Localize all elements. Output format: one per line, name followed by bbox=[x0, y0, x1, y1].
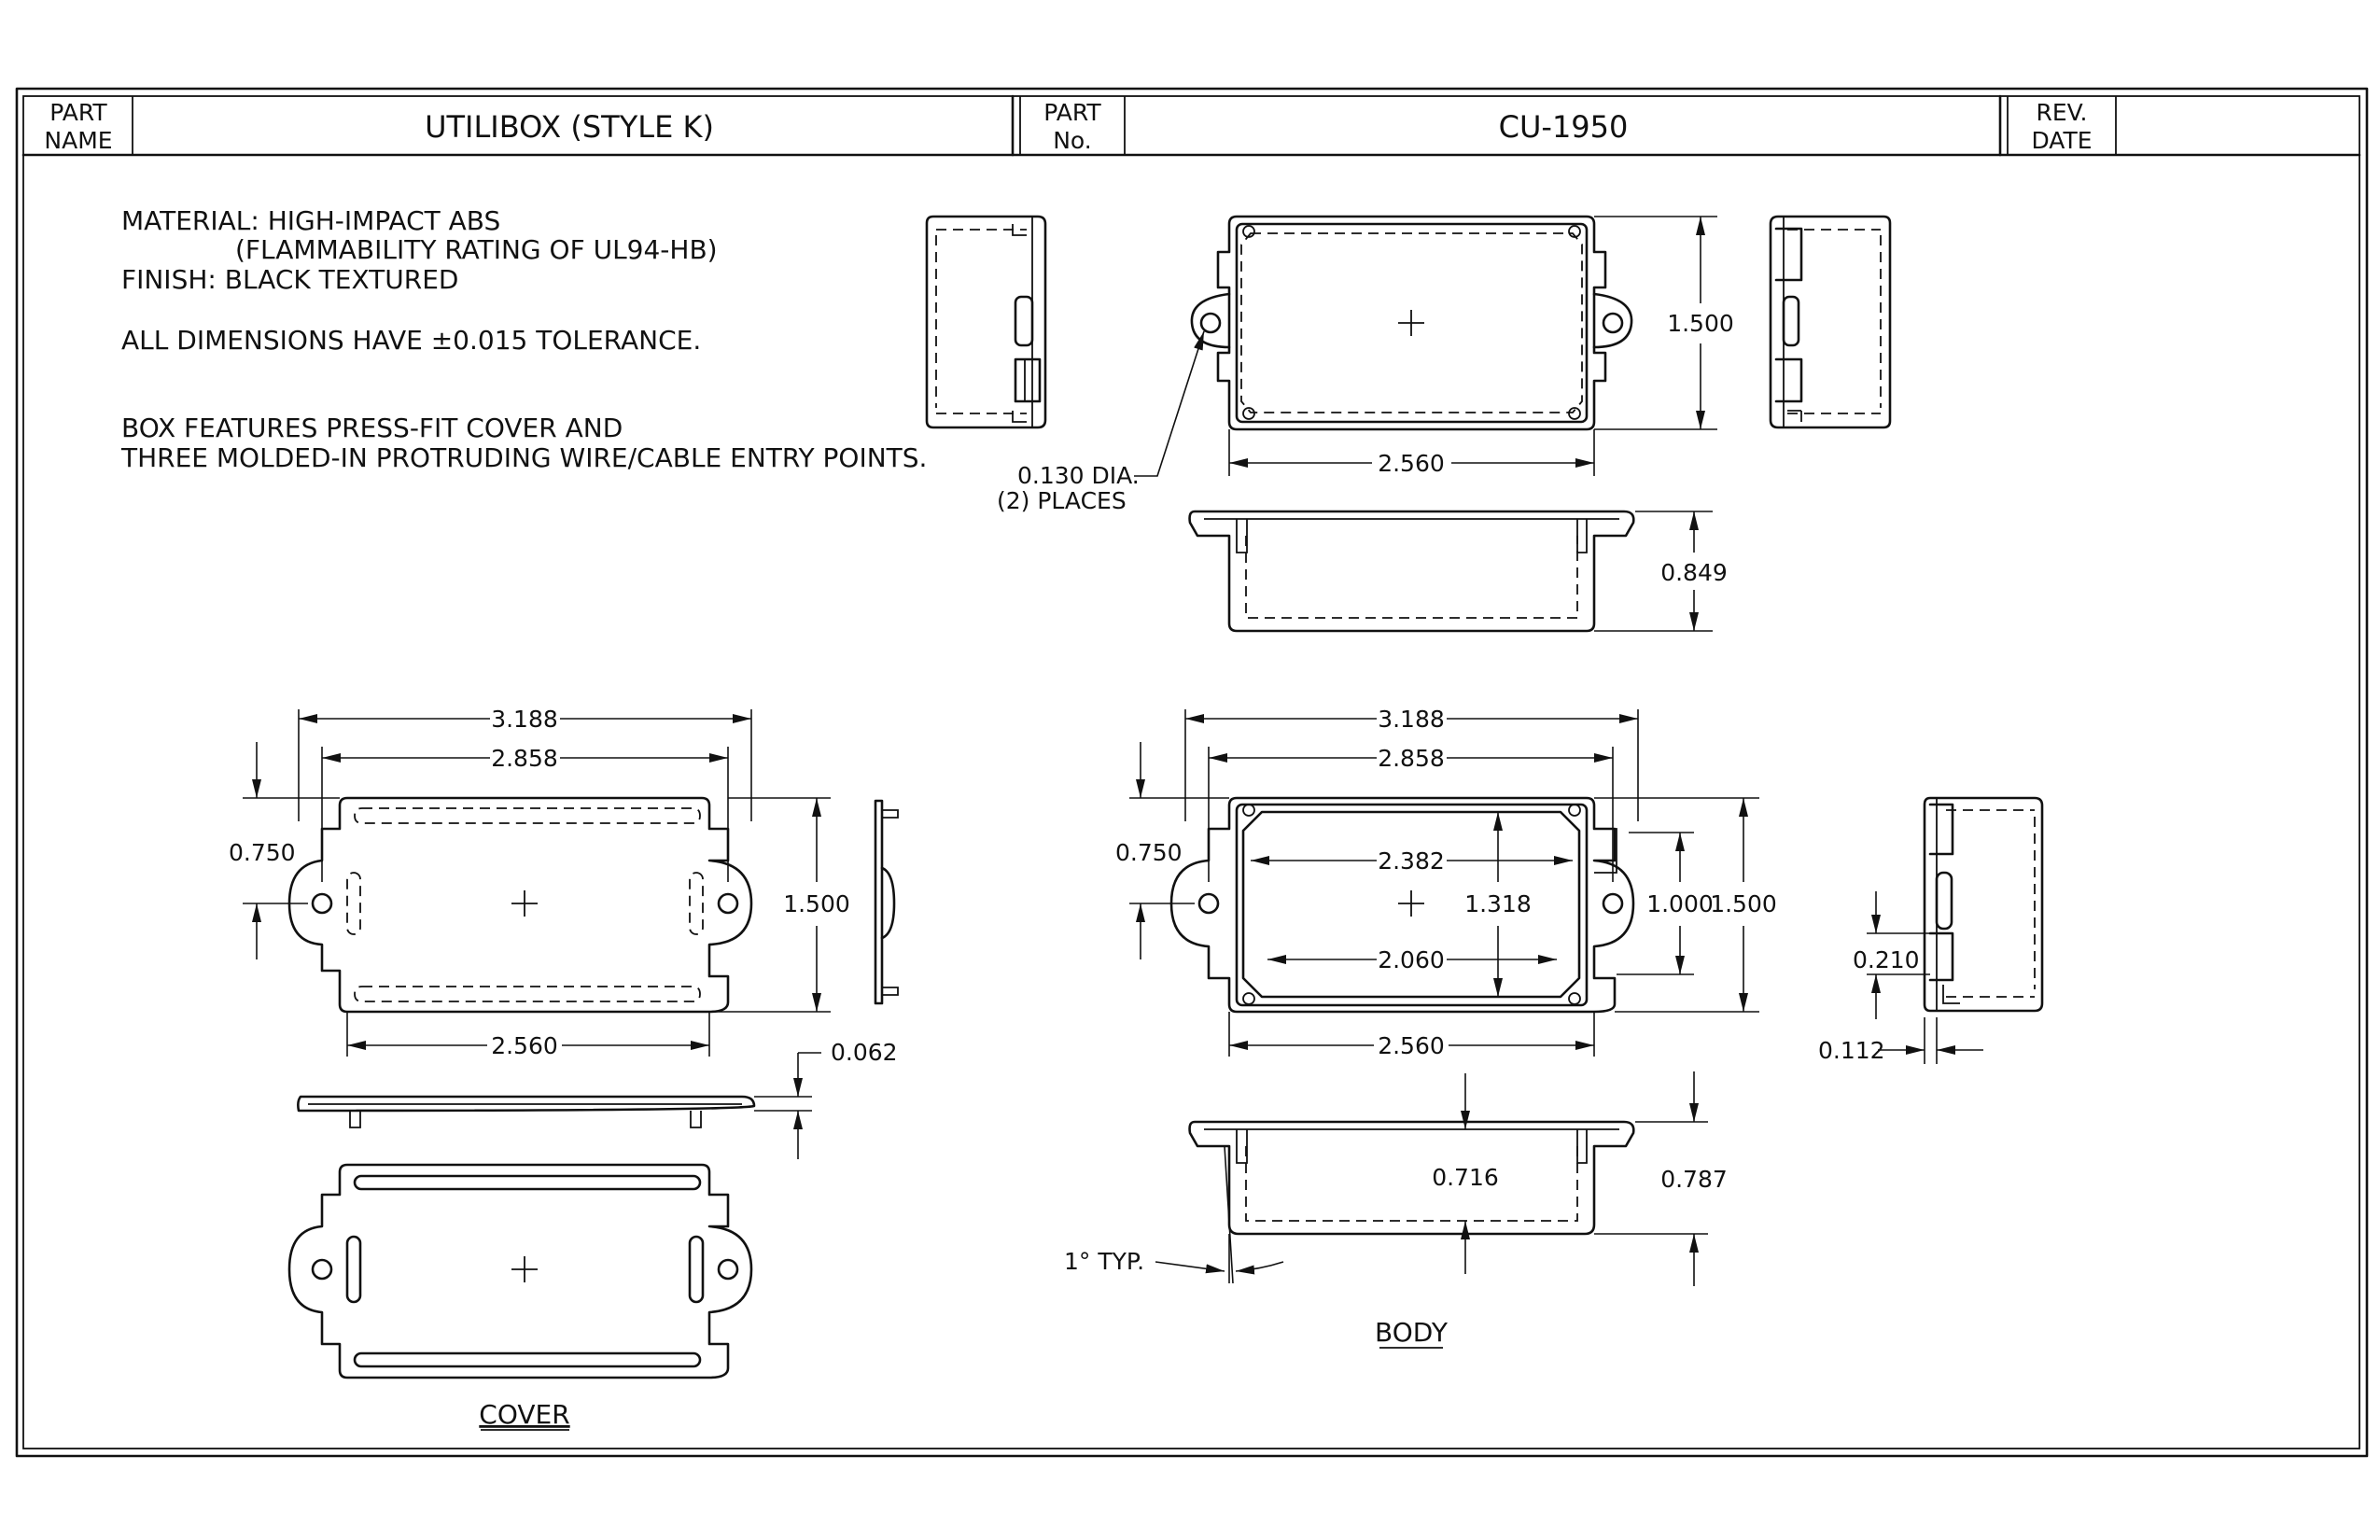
cover-bottom-view bbox=[287, 1163, 753, 1379]
part-name: UTILIBOX (STYLE K) bbox=[425, 109, 714, 145]
cover-views: 3.188 2.858 0.750 1.500 2.560 bbox=[229, 706, 899, 1431]
body-hole-spacing-label: 2.858 bbox=[1378, 745, 1445, 772]
sheet-border-inner bbox=[22, 95, 2360, 1449]
top-height-label: 1.500 bbox=[1667, 310, 1734, 337]
body-side-b-label: 0.112 bbox=[1818, 1037, 1885, 1064]
top-hole-dia-label: 0.130 DIA. bbox=[1017, 462, 1140, 489]
cover-edge-view: 0.062 bbox=[297, 1039, 898, 1159]
top-left-end-view bbox=[925, 215, 1047, 429]
part-no-label-2: No. bbox=[1053, 127, 1092, 154]
body-outer-depth-label: 0.787 bbox=[1660, 1166, 1728, 1193]
cover-height-label: 1.500 bbox=[783, 890, 850, 917]
body-side-view: 0.210 0.112 bbox=[1818, 796, 2044, 1064]
body-inner-depth-label: 0.716 bbox=[1432, 1164, 1499, 1191]
body-draft-label: 1° TYP. bbox=[1064, 1248, 1144, 1275]
cover-plan-view: 3.188 2.858 0.750 1.500 2.560 bbox=[229, 706, 850, 1059]
top-view: 1.500 2.560 0.130 DIA. (2) PLACES bbox=[925, 215, 1892, 633]
title-block: PART NAME UTILIBOX (STYLE K) PART No. CU… bbox=[21, 94, 2361, 157]
top-hole-places-label: (2) PLACES bbox=[997, 487, 1127, 514]
sheet-border-outer bbox=[15, 87, 2369, 1458]
body-label: BODY bbox=[1375, 1317, 1449, 1348]
body-front-view: 0.716 0.787 1° TYP. bbox=[1064, 1071, 1728, 1286]
body-height-label: 1.500 bbox=[1710, 890, 1777, 917]
top-right-end-view bbox=[1769, 215, 1892, 429]
part-name-label-2: NAME bbox=[44, 127, 112, 154]
cover-label: COVER bbox=[479, 1399, 569, 1430]
body-width-label: 2.560 bbox=[1378, 1032, 1445, 1059]
notes: MATERIAL: HIGH-IMPACT ABS (FLAMMABILITY … bbox=[120, 205, 927, 473]
cover-side-view bbox=[874, 799, 899, 1005]
rev-label-1: REV. bbox=[2037, 99, 2088, 126]
body-hole-offset-label: 0.750 bbox=[1115, 839, 1183, 866]
body-overall-width-label: 3.188 bbox=[1378, 706, 1445, 733]
top-front-view: 0.849 bbox=[1188, 510, 1728, 633]
note-finish: FINISH: BLACK TEXTURED bbox=[121, 264, 458, 295]
note-features-1: BOX FEATURES PRESS-FIT COVER AND bbox=[121, 413, 623, 443]
cover-hole-spacing-label: 2.858 bbox=[491, 745, 558, 772]
part-no-label-1: PART bbox=[1043, 99, 1101, 126]
top-plan-view: 1.500 2.560 0.130 DIA. (2) PLACES bbox=[997, 215, 1734, 514]
body-inner-top-width-label: 2.382 bbox=[1378, 847, 1445, 875]
body-side-a-label: 0.210 bbox=[1853, 946, 1920, 973]
body-inner-bottom-width-label: 2.060 bbox=[1378, 946, 1445, 973]
note-material: MATERIAL: HIGH-IMPACT ABS bbox=[121, 205, 500, 236]
part-name-label-1: PART bbox=[49, 99, 107, 126]
cover-overall-width-label: 3.188 bbox=[491, 706, 558, 733]
top-width-label: 2.560 bbox=[1378, 450, 1445, 477]
cover-thickness-label: 0.062 bbox=[831, 1039, 898, 1066]
cover-width-label: 2.560 bbox=[491, 1032, 558, 1059]
note-tolerance: ALL DIMENSIONS HAVE ±0.015 TOLERANCE. bbox=[121, 325, 701, 356]
note-features-2: THREE MOLDED-IN PROTRUDING WIRE/CABLE EN… bbox=[120, 442, 927, 473]
body-inner-height-label: 1.318 bbox=[1464, 890, 1532, 917]
part-no: CU-1950 bbox=[1499, 109, 1629, 145]
body-inner-height-2-label: 1.000 bbox=[1646, 890, 1714, 917]
top-depth-label: 0.849 bbox=[1660, 559, 1728, 586]
body-views: 3.188 2.858 0.750 2.382 2.060 1.318 bbox=[1064, 706, 2044, 1349]
rev-label-2: DATE bbox=[2031, 127, 2092, 154]
cover-hole-offset-label: 0.750 bbox=[229, 839, 296, 866]
note-flammability: (FLAMMABILITY RATING OF UL94-HB) bbox=[235, 234, 718, 265]
body-plan-view: 3.188 2.858 0.750 2.382 2.060 1.318 bbox=[1115, 706, 1777, 1059]
